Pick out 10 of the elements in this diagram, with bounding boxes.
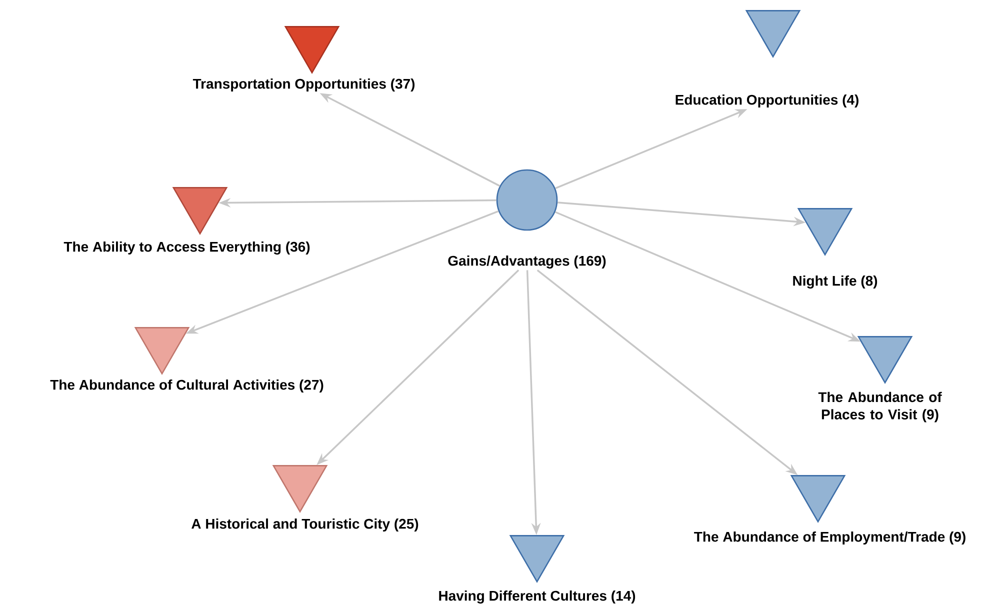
node-label: A Historical and Touristic City (25) xyxy=(192,518,418,532)
node-label: Night Life (8) xyxy=(793,275,878,289)
node-label: The Ability to Access Everything (36) xyxy=(64,241,310,255)
node-label: Education Opportunities (4) xyxy=(676,94,858,108)
node-label: Gains/Advantages (169) xyxy=(448,255,606,269)
node-label: Having Different Cultures (14) xyxy=(439,590,636,604)
node-label: The Abundance of Cultural Activities (27) xyxy=(50,379,324,393)
node-label: The Abundance of Places to Visit (9) xyxy=(818,392,942,422)
node-label: The Abundance of Employment/Trade (9) xyxy=(694,531,966,545)
node-label: Transportation Opportunities (37) xyxy=(192,78,415,92)
